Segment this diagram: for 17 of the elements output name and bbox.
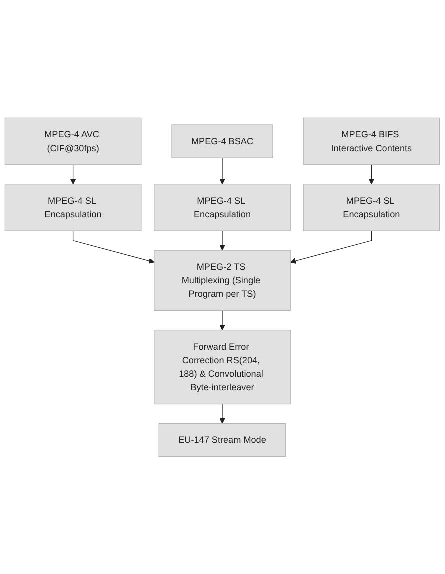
arrow — [290, 230, 372, 264]
node-box: MPEG-4 AVC (CIF@30fps) — [4, 117, 142, 165]
node-box: MPEG-4 SL Encapsulation — [303, 184, 440, 231]
node-box: Forward Error Correction RS(204, 188) & Convolutional Byte-interleaver — [154, 329, 291, 404]
node-box: MPEG-4 BIFS Interactive Contents — [303, 117, 440, 165]
arrow — [72, 230, 155, 264]
node-box: MPEG-4 SL Encapsulation — [4, 184, 142, 231]
arrow — [220, 157, 226, 184]
arrow — [220, 310, 226, 330]
arrow — [70, 164, 76, 184]
arrow — [220, 403, 226, 424]
arrow — [220, 230, 226, 250]
node-box: MPEG-2 TS Multiplexing (Single Program per TS) — [154, 250, 291, 311]
arrow — [368, 164, 375, 184]
node-box: EU-147 Stream Mode — [158, 422, 286, 457]
node-box: MPEG-4 BSAC — [172, 124, 274, 158]
node-box: MPEG-4 SL Encapsulation — [154, 184, 291, 231]
